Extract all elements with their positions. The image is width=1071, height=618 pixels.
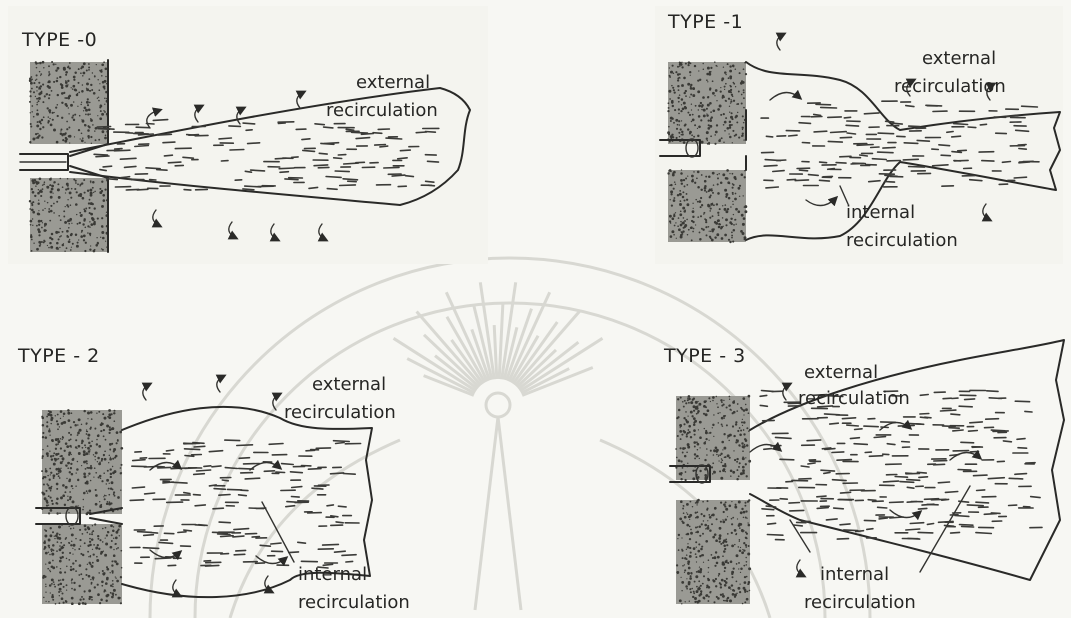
panel-type-3: TYPE - 3 external recirculation internal…: [663, 340, 1064, 613]
annotation-recirculation: recirculation: [284, 402, 396, 423]
annotation-internal: internal: [298, 564, 367, 585]
panel-type-1: TYPE -1 external recirculation internal …: [655, 6, 1063, 264]
annotation-external: external: [804, 362, 878, 383]
annotation-recirculation: recirculation: [326, 100, 438, 121]
panel-title: TYPE - 3: [663, 345, 746, 367]
annotation-recirculation: recirculation: [298, 592, 410, 613]
leader-line: [790, 520, 810, 552]
annotation-recirculation: recirculation: [798, 388, 910, 409]
annotation-recirculation: recirculation: [804, 592, 916, 613]
panel-title: TYPE -0: [21, 29, 97, 51]
watermark-rays: [394, 282, 603, 395]
leader-line: [262, 502, 294, 562]
annotation-external: external: [922, 48, 996, 69]
panel-title: TYPE -1: [667, 11, 743, 33]
panel-type-2: TYPE - 2 external recirculation internal…: [17, 345, 410, 613]
annotation-external: external: [312, 374, 386, 395]
annotation-external: external: [356, 72, 430, 93]
annotation-recirculation: recirculation: [894, 76, 1006, 97]
annotation-recirculation: recirculation: [846, 230, 958, 251]
watermark-emblem: [150, 258, 870, 618]
burner-wall: [675, 395, 751, 605]
annotation-internal: internal: [846, 202, 915, 223]
flow-streaks: [130, 440, 360, 568]
panel-type-0: TYPE -0 external recirculation: [8, 6, 488, 264]
panel-title: TYPE - 2: [17, 345, 100, 367]
annotation-internal: internal: [820, 564, 889, 585]
jet-flame: [750, 340, 1064, 580]
